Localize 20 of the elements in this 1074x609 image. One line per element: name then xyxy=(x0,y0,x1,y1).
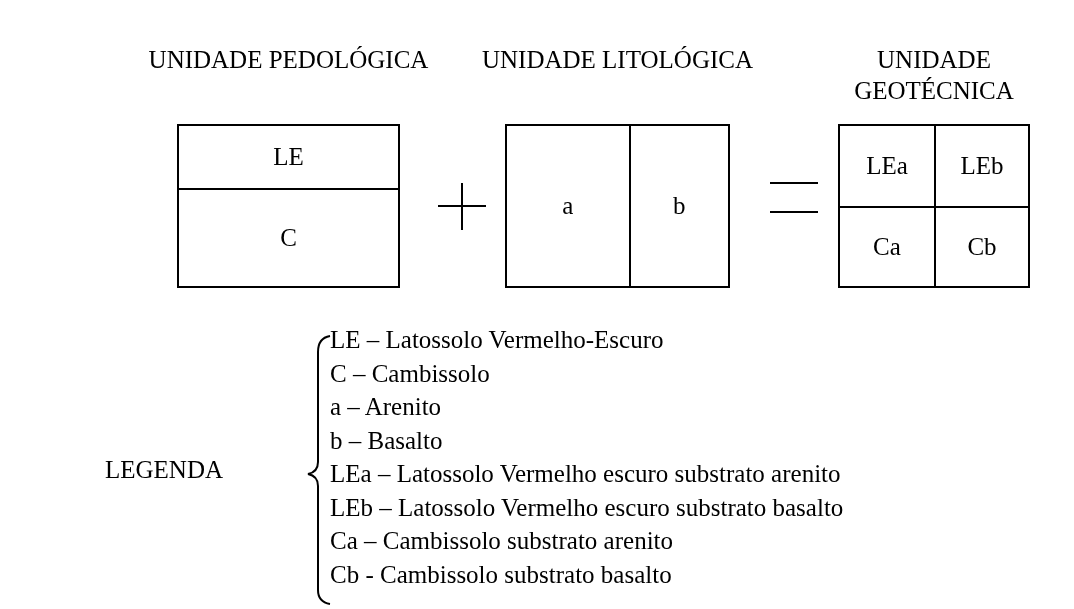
legend-entry: a – Arenito xyxy=(330,392,442,422)
unit-cell: Cb xyxy=(934,206,1028,286)
unit-cell: C xyxy=(179,188,398,286)
unit-cell: LE xyxy=(179,126,398,189)
unit-heading: UNIDADE PEDOLÓGICA xyxy=(147,45,430,75)
unit-cell: a xyxy=(507,126,629,286)
unit-cell: LEa xyxy=(840,126,934,206)
unit-cell: Ca xyxy=(840,206,934,286)
unit-heading: UNIDADE GEOTÉCNICA xyxy=(853,45,1015,106)
legend-entry: C – Cambissolo xyxy=(330,358,490,389)
legend-entry: Ca – Cambissolo substrato arenito xyxy=(330,526,674,556)
legend-entry: LEb – Latossolo Vermelho escuro substrato basalto xyxy=(330,492,844,523)
unit-cell: LEb xyxy=(934,126,1028,206)
legend-title: LEGENDA xyxy=(105,455,224,485)
unit-heading: UNIDADE LITOLÓGICA xyxy=(481,45,754,75)
unit-cell: b xyxy=(628,126,728,286)
legend-entry: LE – Latossolo Vermelho-Escuro xyxy=(330,325,664,355)
legend-entry: LEa – Latossolo Vermelho escuro substrato arenito xyxy=(330,459,841,489)
legend-entry: b – Basalto xyxy=(330,425,443,456)
legend-entry: Cb - Cambissolo substrato basalto xyxy=(330,559,672,590)
